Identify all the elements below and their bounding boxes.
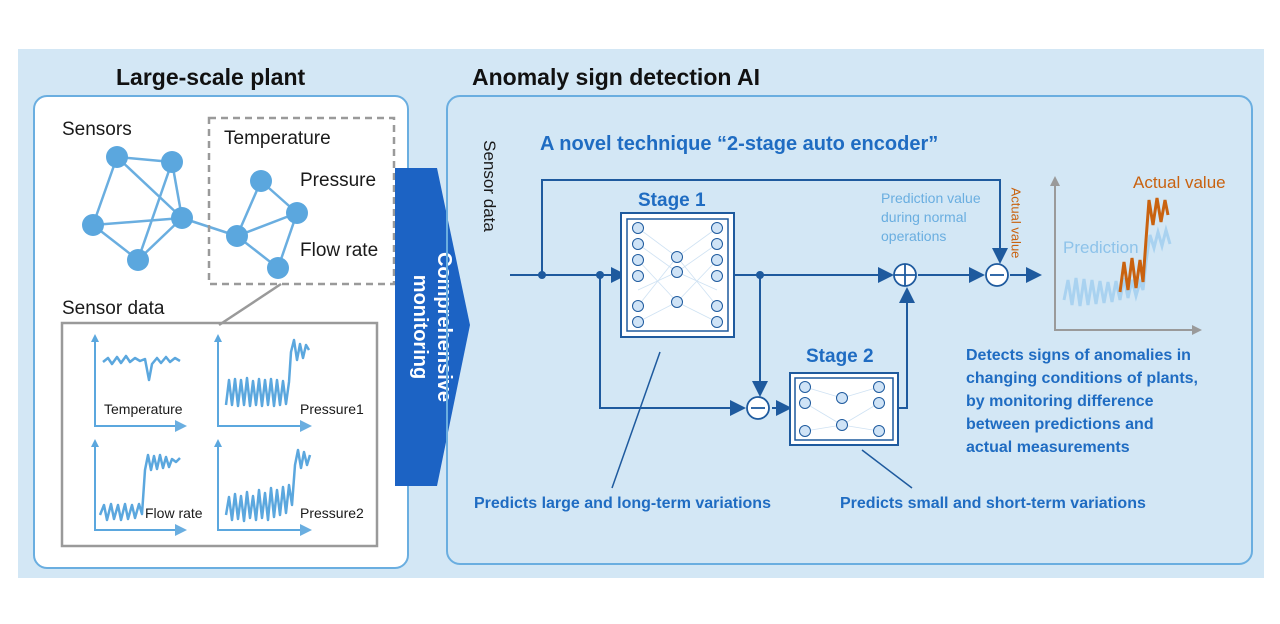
sensor-data-box	[60, 321, 379, 548]
stage1-caption: Predicts large and long-term variations	[474, 495, 771, 512]
detects-line: Detects signs of anomalies in	[966, 347, 1191, 364]
chart-prediction-label: Prediction	[1063, 238, 1139, 257]
mini-chart-label: Temperature	[104, 401, 183, 417]
ai-panel	[446, 95, 1253, 565]
stage1-network-edges	[637, 227, 718, 323]
monitoring-line2: monitoring	[409, 274, 431, 380]
stage2-label: Stage 2	[806, 346, 874, 367]
detects-text: Detects signs of anomalies in changing c…	[966, 344, 1198, 459]
prediction-note: Prediction value during normal operation…	[881, 189, 981, 246]
actual-value-vertical-label: Actual value	[1008, 187, 1024, 259]
prediction-note-line: operations	[881, 228, 947, 244]
sensor-node	[286, 202, 308, 224]
stage2-neurons	[799, 381, 885, 437]
mini-chart-label: Pressure2	[300, 505, 364, 521]
stage1-neurons	[632, 222, 723, 328]
sensor-node	[106, 146, 128, 168]
mini-chart-axes	[94, 336, 312, 536]
sensor-data-label: Sensor data	[62, 298, 165, 319]
sensor-node	[127, 249, 149, 271]
actual-line	[1118, 197, 1170, 293]
sensor-nodes	[82, 146, 308, 279]
result-chart-axes	[1054, 183, 1195, 331]
technique-title: A novel technique “2-stage auto encoder”	[540, 133, 939, 155]
mini-chart-axis-arrows	[91, 334, 222, 447]
sensor-group-box	[207, 116, 396, 286]
flow-rate-label: Flow rate	[300, 240, 379, 261]
detects-line: between predictions and	[966, 416, 1154, 433]
stage1-leader	[611, 351, 661, 489]
detects-line: actual measurements	[966, 439, 1130, 456]
stage2-sum-junction	[746, 396, 770, 420]
sensors-label: Sensors	[62, 119, 132, 140]
prediction-note-line: Prediction value	[881, 190, 981, 206]
ai-title: Anomaly sign detection AI	[472, 64, 760, 90]
stage2-leader	[861, 449, 913, 489]
mini-chart-label: Pressure1	[300, 401, 364, 417]
plant-title: Large-scale plant	[116, 64, 306, 90]
mini-chart-label: Flow rate	[145, 505, 203, 521]
sensor-data-vertical-label: Sensor data	[480, 140, 499, 232]
detects-line: changing conditions of plants,	[966, 370, 1198, 387]
stage1-label: Stage 1	[638, 190, 706, 211]
stage2-network-edges	[804, 386, 880, 432]
sensor-node	[267, 257, 289, 279]
zoom-connector	[218, 282, 282, 327]
temperature-label: Temperature	[224, 128, 331, 149]
prediction-line	[1062, 224, 1172, 307]
sensor-node	[161, 151, 183, 173]
sensor-node	[250, 170, 272, 192]
prediction-note-line: during normal	[881, 209, 967, 225]
pressure-label: Pressure	[300, 170, 377, 191]
difference-junction	[985, 263, 1009, 287]
chart-actual-label: Actual value	[1133, 173, 1226, 192]
detects-line: by monitoring difference	[966, 393, 1154, 410]
monitoring-arrow	[395, 168, 470, 486]
sensor-node	[171, 207, 193, 229]
stage2-caption: Predicts small and short-term variations	[840, 495, 1146, 512]
sensor-node	[226, 225, 248, 247]
flow-junctions	[538, 271, 764, 279]
sum-junction-plus	[893, 263, 917, 287]
mini-chart-waves	[98, 338, 312, 523]
sensor-node	[82, 214, 104, 236]
